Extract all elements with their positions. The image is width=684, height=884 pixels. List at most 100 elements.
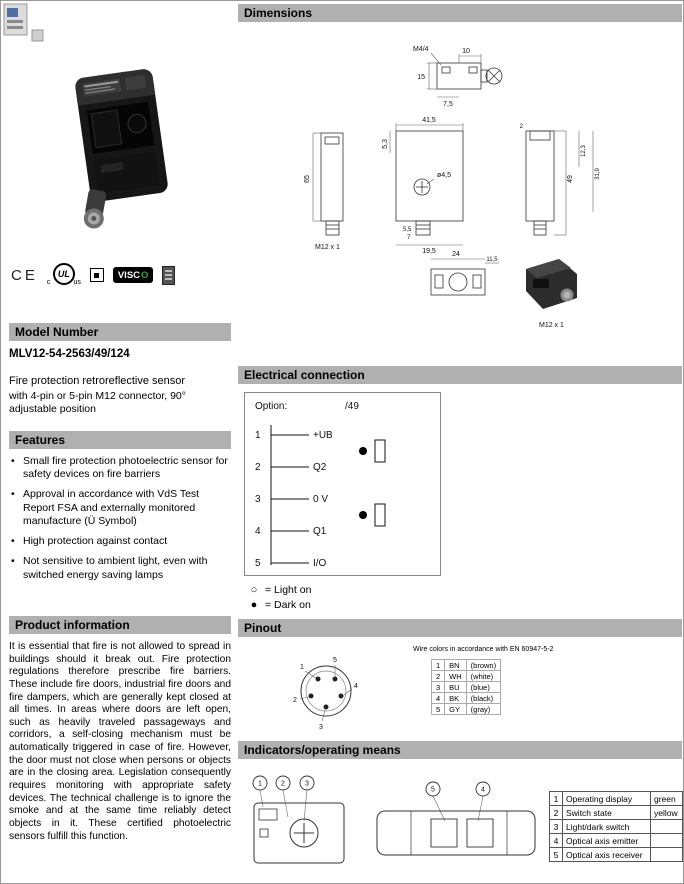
wire-code: BN (444, 659, 467, 671)
dim-label: 2 (520, 124, 524, 130)
indicator-number: 2 (549, 805, 563, 820)
indicator-number: 3 (549, 819, 563, 834)
table-row: 2 Switch state yellow (549, 805, 683, 820)
dim-label: M12 x 1 (539, 322, 564, 329)
indicator-number: 1 (549, 791, 563, 806)
indicator-value (650, 819, 683, 834)
dim-label: 12,3 (581, 145, 587, 157)
feature-item: Not sensitive to ambient light, even wit… (9, 555, 231, 581)
dim-label: 7 (407, 235, 411, 241)
table-row: 3 Light/dark switch (549, 819, 683, 834)
connector-pin-number: 3 (319, 724, 323, 731)
section-header-indicators: Indicators/operating means (238, 741, 682, 759)
dim-label: ø4,5 (437, 172, 451, 179)
small-corner-mark-icon (31, 29, 44, 42)
table-row: 3 BU (blue) (430, 681, 502, 693)
legend-light-on: ○ = Light on (248, 584, 312, 596)
section-header-product-information: Product information (9, 616, 231, 634)
ce-mark-icon: CE (11, 266, 38, 284)
electrical-diagram: Option: /49 1 +UB 2 Q2 3 0 V 4 Q1 5 (255, 401, 386, 569)
indicator-value (650, 833, 683, 848)
dim-label: 5,3 (382, 139, 389, 149)
approval-badge-icon (162, 265, 176, 285)
indicator-label: Optical axis emitter (562, 833, 651, 848)
feature-item: High protection against contact (9, 535, 231, 548)
connector-pin-number: 1 (300, 664, 304, 671)
section-header-dimensions: Dimensions (238, 4, 682, 22)
model-subdescription: with 4-pin or 5-pin M12 connector, 90° a… (9, 390, 186, 416)
dim-label: 49 (567, 175, 574, 183)
pin-label: Q2 (313, 462, 327, 473)
pin-label: Q1 (313, 526, 327, 537)
section-header-pinout: Pinout (238, 619, 682, 637)
wire-color-table: 1 BN (brown) 2 WH (white) 3 BU (blue) 4 … (430, 659, 502, 715)
dimensions-drawing: M4/4 10 15 7,5 41,5 65 5,3 ø4,5 5,5 7 19… (304, 46, 601, 329)
pin-label: +UB (313, 430, 333, 441)
wire-pin: 2 (430, 670, 446, 682)
table-row: 1 BN (brown) (430, 659, 502, 671)
callout-number: 2 (281, 781, 285, 788)
indicator-number: 4 (549, 833, 563, 848)
legend-dark-on: ● = Dark on (248, 599, 311, 611)
product-information-text: It is essential that fire is not allowed… (9, 641, 231, 842)
features-list: Small fire protection photoelectric sens… (9, 455, 231, 589)
indicator-label: Operating display (562, 791, 651, 806)
pin-label: 0 V (313, 494, 328, 505)
electrical-legend: ○ = Light on ● = Dark on (248, 584, 312, 614)
legend-text: = Light on (265, 584, 312, 596)
table-row: 1 Operating display green (549, 791, 683, 806)
page-corner-logo (3, 3, 28, 36)
table-row: 2 WH (white) (430, 670, 502, 682)
callout-number: 3 (305, 781, 309, 788)
option-value: /49 (345, 401, 359, 412)
pin-number: 1 (255, 430, 261, 441)
model-number: MLV12-54-2563/49/124 (9, 348, 130, 360)
dim-label: 10 (462, 48, 470, 55)
electrical-diagram-box: Option: /49 1 +UB 2 Q2 3 0 V 4 Q1 5 (244, 392, 441, 576)
feature-item: Small fire protection photoelectric sens… (9, 455, 231, 481)
indicator-value: yellow (650, 805, 683, 820)
wire-pin: 3 (430, 681, 446, 693)
pin-number: 3 (255, 494, 261, 505)
wire-code: BK (444, 692, 467, 704)
pin-number: 2 (255, 462, 261, 473)
dim-label: M4/4 (413, 46, 429, 53)
indicator-value (650, 847, 683, 862)
wire-name: (white) (465, 670, 502, 682)
legend-text: = Dark on (265, 599, 311, 611)
indicator-number: 5 (549, 847, 563, 862)
option-label: Option: (255, 401, 287, 412)
indicator-label: Light/dark switch (562, 819, 651, 834)
dim-label: 5,5 (403, 227, 412, 233)
wire-pin: 5 (430, 703, 446, 715)
feature-item: Approval in accordance with VdS Test Rep… (9, 488, 231, 528)
dim-label: 41,5 (422, 117, 436, 124)
table-row: 5 Optical axis receiver (549, 847, 683, 862)
section-header-electrical-connection: Electrical connection (238, 366, 682, 384)
light-on-symbol-icon: ○ (250, 584, 258, 596)
table-row: 4 BK (black) (430, 692, 502, 704)
ul-mark-icon: c UL us (47, 262, 81, 288)
connector-pin-number: 4 (354, 683, 358, 690)
wire-pin: 4 (430, 692, 446, 704)
connector-pin-number: 5 (333, 657, 337, 664)
connector-pin-number: 2 (293, 697, 297, 704)
dim-label: 11,5 (486, 257, 498, 263)
table-row: 4 Optical axis emitter (549, 833, 683, 848)
dim-label: 65 (304, 175, 311, 183)
wire-pin: 1 (430, 659, 446, 671)
callout-number: 5 (431, 787, 435, 794)
callout-number: 4 (481, 787, 485, 794)
pin-label: I/O (313, 558, 327, 569)
pinout-note: Wire colors in accordance with EN 60947-… (413, 646, 554, 653)
dimensions-3d-sketch (526, 259, 577, 309)
dark-on-symbol-icon: ● (250, 599, 258, 611)
dark-on-dot-icon (359, 447, 367, 455)
wire-code: GY (444, 703, 467, 715)
dim-label: 19,5 (422, 248, 436, 255)
wire-code: BU (444, 681, 467, 693)
wire-name: (blue) (465, 681, 502, 693)
indicator-label: Switch state (562, 805, 651, 820)
